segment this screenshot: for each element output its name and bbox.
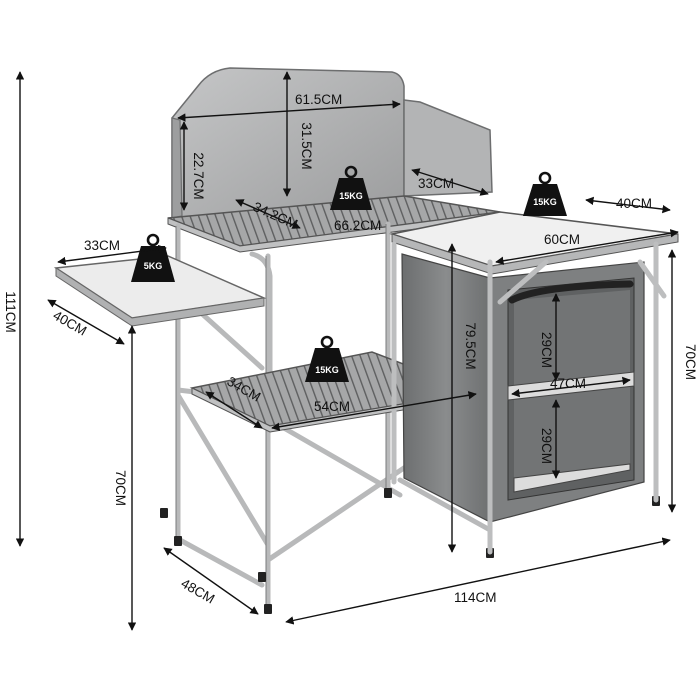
label-cabinet-height: 79.5CM [463,322,478,369]
arrow-lower-shelf-depth [205,391,263,429]
label-compartment-lower: 29CM [539,428,554,464]
cabinet-bottom-shelf [513,463,631,493]
weight-badge-left-shelf: 5KG [131,233,175,282]
weight-label-right-cabinet: 15KG [533,197,557,207]
arrow-lower-shelf-width [271,391,477,431]
label-right-top-depth: 40CM [616,196,652,211]
arrow-left-shelf-depth [47,299,125,345]
label-windscreen-width: 61.5CM [295,92,342,107]
arrow-right-top-width [495,229,679,265]
label-left-shelf-width: 33CM [84,238,120,253]
label-right-top-width: 60CM [544,232,580,247]
label-total-height: 111CM [3,291,18,333]
arrow-base-depth [163,547,259,615]
arrow-total-width [285,537,671,625]
cabinet-side-panel [401,253,491,523]
label-compartment-upper: 29CM [539,332,554,368]
label-right-height: 70CM [683,344,698,380]
label-table-height: 70CM [113,470,128,506]
dimension-arrows [15,71,679,631]
weight-label-lower-shelf: 15KG [315,365,339,375]
arrow-left-shelf-width [57,244,167,266]
label-side-panel-width: 33CM [418,176,454,191]
weight-badge-right-cabinet: 15KG [523,171,567,216]
weight-badge-top-table: 15KG [330,165,372,210]
label-base-depth: 48CM [179,576,218,607]
label-side-panel-height: 22.7CM [191,152,206,199]
arrow-right-top-depth [585,196,671,214]
arrow-side-panel-width [411,168,489,196]
label-top-width: 66.2CM [334,218,381,233]
arrow-compartment-width [511,376,631,398]
label-windscreen-height: 31.5CM [299,122,314,169]
weight-label-left-shelf: 5KG [144,261,163,271]
label-lower-shelf-width: 54CM [314,399,350,414]
weight-badge-lower-shelf: 15KG [305,335,349,382]
weight-label-top-table: 15KG [339,191,363,201]
label-total-width: 114CM [454,590,497,605]
windscreen-left-panel [171,117,183,219]
cabinet-frame [391,241,667,555]
label-compartment-width: 47CM [550,376,586,391]
camping-kitchen-table [53,67,679,614]
arrow-top-depth [235,199,301,229]
